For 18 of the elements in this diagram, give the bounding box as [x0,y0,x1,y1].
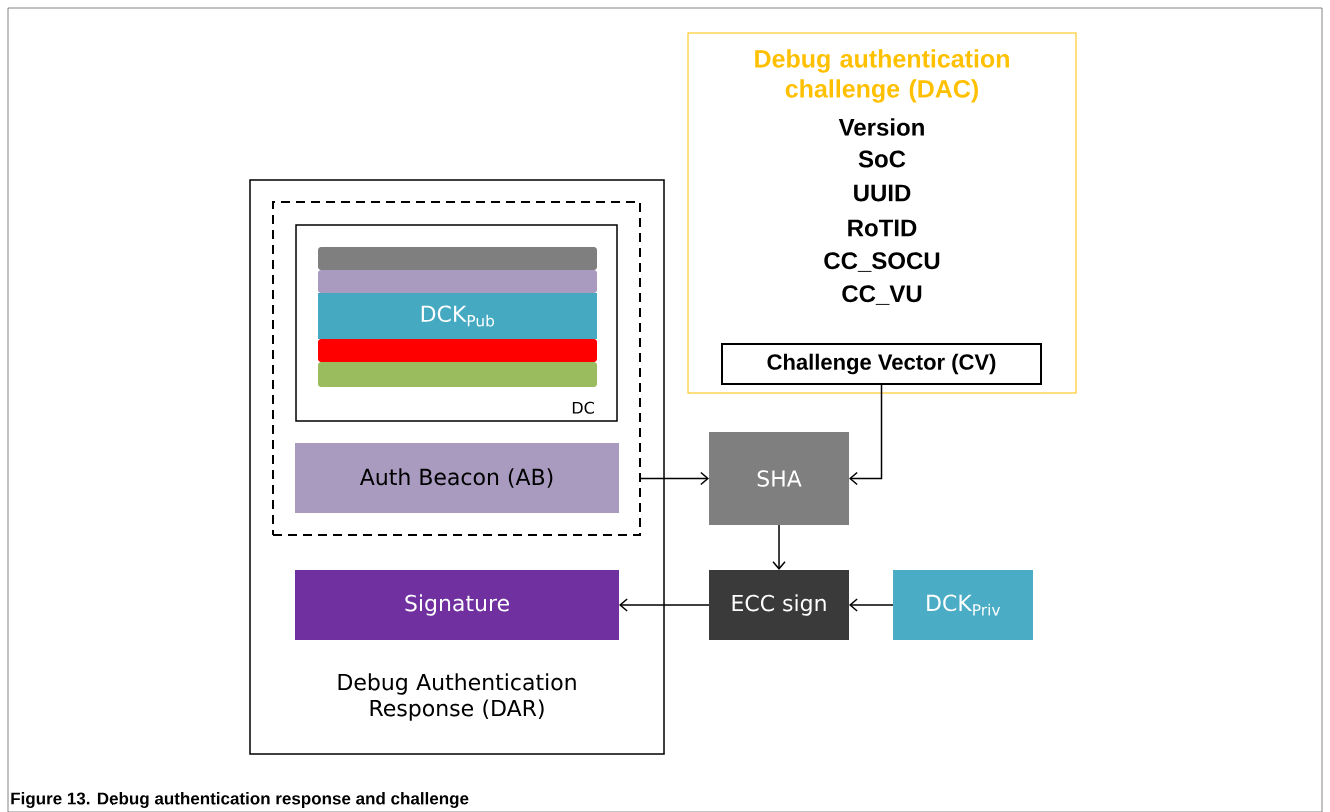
field-bar [318,339,597,362]
vector-box: Challenge Vector (CV) [721,343,1042,385]
field-bar [318,362,597,387]
arrow [619,598,710,612]
field-bar: DCK$_{Pub}$ [318,293,597,339]
process-box: Auth Beacon (AB) [295,443,619,513]
arrow [772,524,786,570]
figure-caption: Figure 13. Debug authentication response and challenge [11,792,469,808]
arrow [849,598,894,612]
process-box: ECC sign [709,570,849,640]
field-bar [318,247,597,270]
dashed-group-box [272,201,641,536]
arrow [849,383,883,486]
process-box: Signature [295,570,619,640]
process-box: SHA [709,432,849,525]
process-box: DCK$_{Priv}$ [893,570,1033,640]
field-bar [318,270,597,293]
arrow [639,471,709,486]
